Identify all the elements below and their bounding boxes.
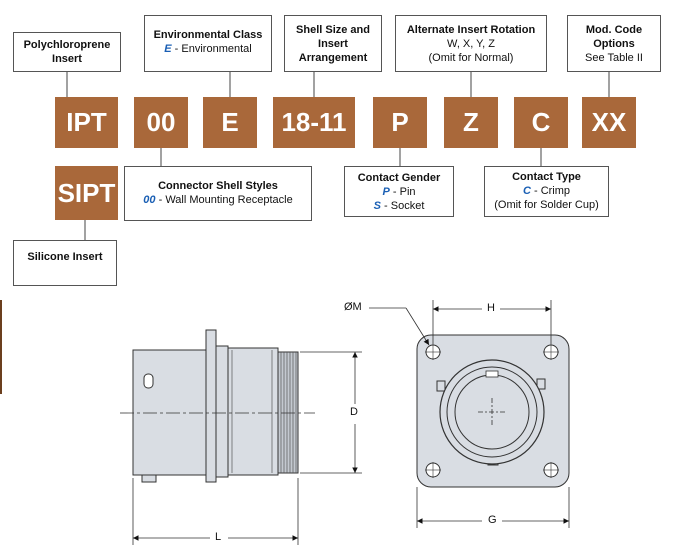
rotation-title: Alternate Insert Rotation [406, 24, 536, 36]
polychloroprene-title: Polychloroprene Insert [23, 39, 111, 65]
gender-code-p: P [382, 186, 390, 198]
front-view [416, 334, 570, 488]
shell-styles-title: Connector Shell Styles [158, 180, 278, 192]
side-flange [205, 329, 217, 483]
dimension-g [416, 487, 570, 528]
environmental-text: - Environmental [171, 43, 252, 55]
code-contact: C [514, 97, 568, 148]
dim-label-m: ØM [344, 301, 362, 313]
contact-type-text: - Crimp [530, 185, 571, 197]
contact-type-box: Contact Type C - Crimp (Omit for Solder … [484, 166, 609, 217]
mod-code-note: See Table II [585, 52, 643, 64]
contact-gender-title: Contact Gender [357, 172, 441, 184]
shell-size-title: Shell Size and Insert Arrangement [296, 24, 370, 64]
code-shell-size: 18-11 [273, 97, 355, 148]
shell-styles-code: 00 [143, 194, 156, 206]
code-ipt: IPT [55, 97, 118, 148]
code-gender: P [373, 97, 427, 148]
dim-label-g: G [488, 514, 497, 526]
environmental-code: E [164, 43, 172, 55]
left-edge-bar [0, 300, 2, 394]
knurl-lines [231, 350, 297, 473]
dimension-m [369, 307, 430, 346]
side-body [132, 349, 207, 476]
rotation-note: (Omit for Normal) [428, 52, 514, 64]
gender-code-s: S [373, 200, 381, 212]
silicone-box: Silicone Insert [13, 240, 117, 286]
rotation-options: W, X, Y, Z [447, 38, 495, 50]
gender-text-socket: - Socket [380, 200, 425, 212]
contact-type-title: Contact Type [512, 171, 581, 183]
key-notch [485, 370, 499, 378]
code-rotation: Z [444, 97, 498, 148]
stud-right [536, 378, 546, 390]
side-tab [141, 474, 157, 483]
dim-label-l: L [215, 531, 222, 543]
side-view [132, 329, 299, 483]
code-environmental: E [203, 97, 257, 148]
environmental-class-title: Environmental Class [153, 29, 263, 41]
center-cross [478, 398, 506, 426]
mod-code-box: Mod. Code Options See Table II [567, 15, 661, 72]
polychloroprene-box: Polychloroprene Insert [13, 32, 121, 72]
rotation-box: Alternate Insert Rotation W, X, Y, Z (Om… [395, 15, 547, 72]
stud-left [436, 380, 446, 392]
dimension-l [132, 478, 299, 545]
gender-text-pin: - Pin [389, 186, 416, 198]
code-shell-style: 00 [134, 97, 188, 148]
contact-type-code: C [522, 185, 531, 197]
shell-styles-text: - Wall Mounting Receptacle [155, 194, 293, 206]
silicone-title: Silicone Insert [27, 251, 103, 263]
dim-label-h: H [487, 302, 495, 314]
code-mod: XX [582, 97, 636, 148]
side-coupling [227, 347, 279, 476]
shell-styles-box: Connector Shell Styles 00 - Wall Mountin… [124, 166, 312, 221]
mod-code-title: Mod. Code Options [585, 24, 643, 50]
contact-gender-box: Contact Gender P - Pin S - Socket [344, 166, 454, 217]
shell-size-box: Shell Size and Insert Arrangement [284, 15, 382, 72]
dimension-h [432, 300, 552, 344]
dim-label-d: D [350, 406, 358, 418]
side-key-mark [143, 373, 154, 389]
environmental-class-box: Environmental Class E - Environmental [144, 15, 272, 72]
side-neck [215, 345, 229, 478]
code-sipt: SIPT [55, 166, 118, 220]
contact-type-note: (Omit for Solder Cup) [494, 199, 599, 211]
dimension-d [300, 351, 362, 474]
